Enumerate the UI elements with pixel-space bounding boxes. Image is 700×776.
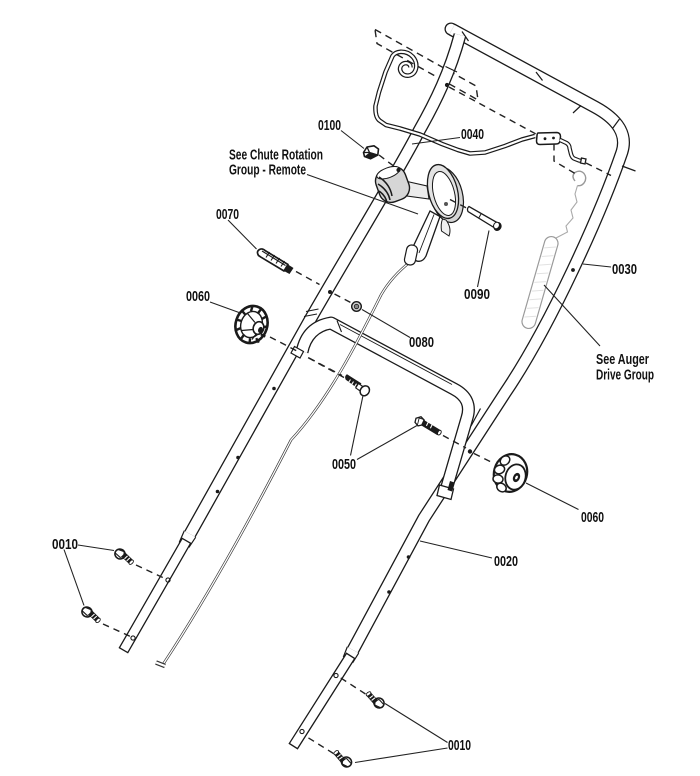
svg-text:0020: 0020: [494, 554, 518, 570]
svg-text:Drive Group: Drive Group: [596, 367, 654, 383]
svg-text:0010: 0010: [52, 537, 78, 553]
svg-text:0100: 0100: [318, 118, 341, 134]
svg-text:0090: 0090: [464, 287, 490, 303]
svg-text:Group - Remote: Group - Remote: [229, 163, 306, 179]
svg-text:0050: 0050: [332, 457, 356, 473]
svg-text:See Auger: See Auger: [596, 352, 649, 368]
svg-text:0040: 0040: [461, 127, 484, 143]
svg-text:0010: 0010: [448, 738, 471, 754]
svg-text:See Chute Rotation: See Chute Rotation: [229, 148, 323, 164]
svg-text:0060: 0060: [186, 289, 210, 305]
svg-text:0030: 0030: [612, 262, 637, 278]
svg-text:0070: 0070: [216, 207, 239, 223]
svg-text:0080: 0080: [409, 335, 434, 351]
svg-text:0060: 0060: [581, 510, 604, 526]
